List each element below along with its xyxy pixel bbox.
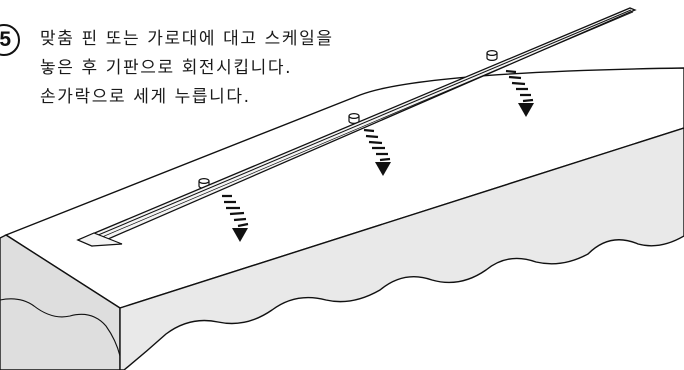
instruction-line: 맞춤 핀 또는 가로대에 대고 스케일을 [40, 29, 334, 49]
substrate-left-torn-edge [0, 298, 121, 357]
rotate-down-arrow-icon [222, 194, 249, 242]
scale-strip [76, 7, 637, 247]
substrate-block [0, 67, 684, 370]
substrate-left-face [0, 234, 121, 370]
instruction-line: 손가락으로 세게 누릅니다. [40, 87, 251, 107]
substrate-top-face [4, 67, 684, 309]
alignment-pins [198, 49, 498, 189]
instruction-line: 놓은 후 기판으로 회전시킵니다. [40, 58, 293, 78]
scale-strip-end [76, 232, 123, 247]
rotate-down-arrow-icon [363, 128, 391, 176]
instruction-text: 맞춤 핀 또는 가로대에 대고 스케일을 놓은 후 기판으로 회전시킵니다. 손… [40, 25, 334, 112]
alignment-pin [486, 49, 498, 61]
press-down-arrows [222, 69, 534, 242]
rotate-down-arrow-icon [505, 69, 534, 117]
substrate-front-face [119, 127, 684, 370]
